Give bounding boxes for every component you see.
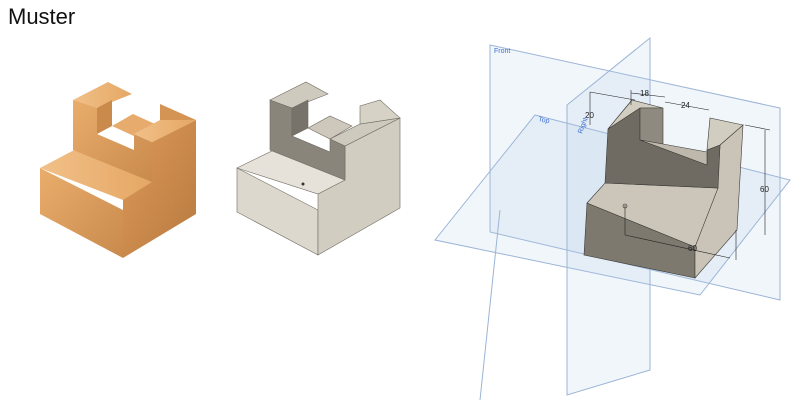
dimension-lines [589,90,771,260]
front-plane-label: Front [494,48,510,55]
dim-width: 60 [688,244,697,253]
dim-slot-width: 24 [681,101,690,110]
gray-block-render [236,81,401,256]
dim-height: 60 [760,185,769,194]
page-title: Muster [8,4,76,29]
top-plane-label: Top [538,116,551,125]
dim-step-depth: 20 [585,111,594,120]
dim-slot-offset: 18 [640,89,649,98]
sketch-block [583,99,744,279]
wood-block-render [40,82,196,258]
